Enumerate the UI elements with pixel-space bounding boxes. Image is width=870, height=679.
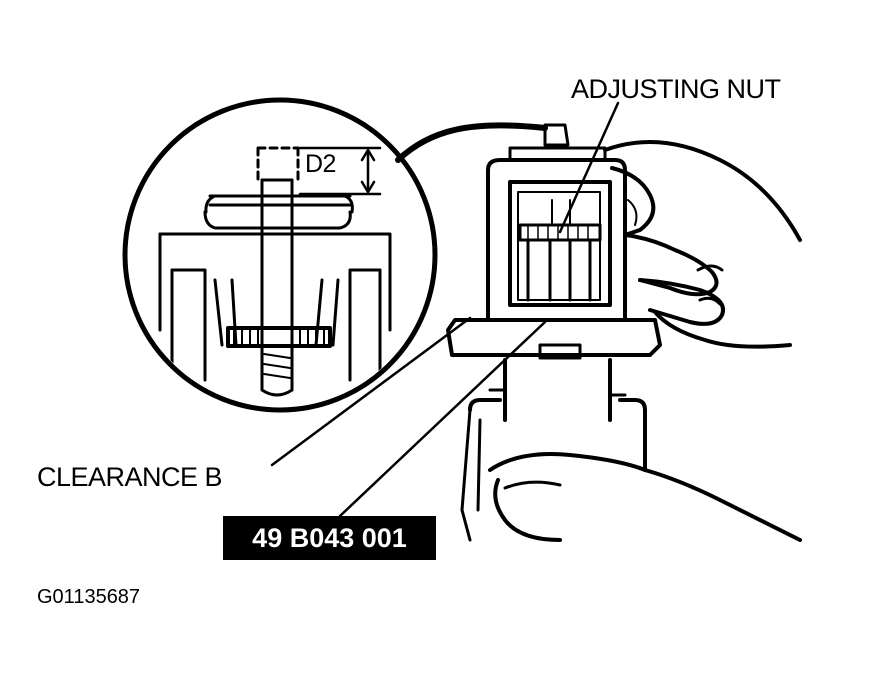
detail-connector — [395, 122, 548, 163]
figure-id-label: G01135687 — [37, 586, 141, 608]
clearance-b-label: CLEARANCE B — [37, 462, 223, 492]
adjusting-nut-label: ADJUSTING NUT — [571, 74, 781, 104]
leader-lines — [270, 101, 620, 518]
d2-dimension-marker — [298, 146, 382, 196]
detail-circle — [122, 97, 438, 413]
upper-hand — [603, 140, 802, 349]
tool-number-badge: 49 B043 001 — [223, 516, 436, 560]
tool-body — [446, 123, 662, 512]
detail-adjuster-assembly — [158, 146, 392, 397]
d2-dimension-label: D2 — [305, 150, 336, 178]
lower-hand — [460, 452, 802, 542]
